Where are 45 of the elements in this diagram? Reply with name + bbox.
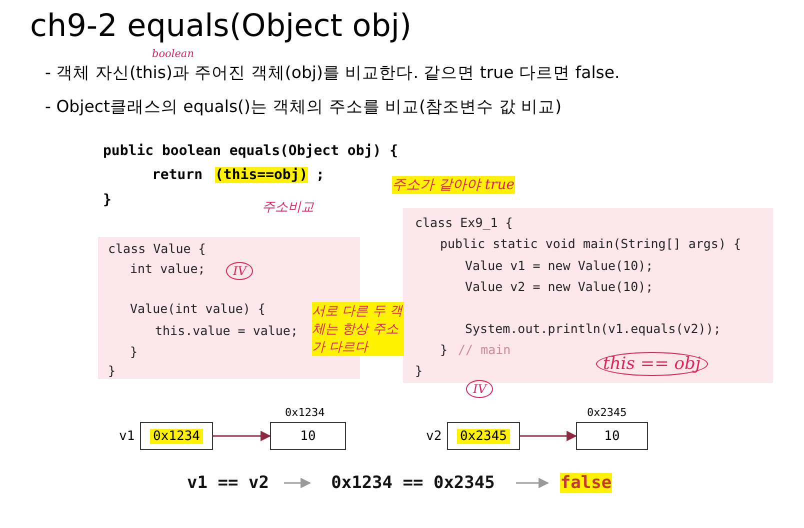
code-line: public boolean equals(Object obj) {	[103, 143, 398, 159]
code-panel	[403, 208, 773, 383]
code-line: }	[103, 192, 112, 208]
code-line: }	[108, 363, 116, 378]
title: ch9-2 equals(Object obj)	[30, 8, 412, 44]
annotation-note: boolean	[152, 48, 194, 60]
variable-label: 0x2345	[587, 406, 627, 419]
arrow	[520, 430, 578, 442]
variable-label: 0x1234	[285, 406, 325, 419]
variable-label: v2	[426, 429, 442, 444]
code-line: // main	[458, 342, 511, 357]
memory-value: 0x2345	[457, 428, 510, 444]
code-line: System.out.println(v1.equals(v2));	[465, 321, 721, 336]
code-line: Value(int value) {	[130, 301, 266, 316]
arrow	[516, 478, 550, 488]
expression-text: 0x1234 == 0x2345	[331, 473, 495, 493]
annotation-note: 서로 다른 두 객체는 항상 주소가 다르다	[312, 302, 404, 356]
annotation-note: this == obj	[596, 352, 708, 376]
code-line: }	[130, 344, 138, 359]
memory-value: 0x1234	[150, 428, 203, 444]
annotation-note: IV	[226, 262, 254, 280]
code-line: Value v1 = new Value(10);	[465, 258, 654, 273]
code-line: }	[440, 342, 448, 357]
annotation-note: IV	[466, 380, 494, 398]
code-line: int value;	[130, 261, 206, 276]
arrow	[213, 430, 272, 442]
expression-text: v1 == v2	[187, 473, 269, 493]
code-line: ;	[316, 167, 324, 183]
annotation-note: 주소가 같아야 true	[392, 176, 515, 194]
code-keyword: return	[152, 167, 203, 183]
annotation-note: 주소비교	[262, 199, 314, 216]
expression-text: false	[560, 473, 612, 493]
code-line: Value v2 = new Value(10);	[465, 279, 654, 294]
bullet-text: - Object클래스의 equals()는 객체의 주소를 비교(참조변수 값 비교)	[45, 96, 562, 118]
code-line: }	[415, 363, 423, 378]
arrow	[284, 478, 312, 488]
code-line: public static void main(String[] args) {	[440, 236, 742, 251]
bullet-text: - 객체 자신(this)과 주어진 객체(obj)를 비교한다. 같으면 true 다르면 false.	[45, 62, 620, 84]
code-expression: (this==obj)	[215, 167, 308, 183]
variable-label: v1	[119, 429, 135, 444]
memory-value: 10	[299, 428, 317, 444]
code-line: this.value = value;	[155, 323, 298, 338]
memory-value: 10	[603, 428, 621, 444]
code-line: class Ex9_1 {	[415, 215, 513, 230]
code-line: class Value {	[108, 241, 206, 256]
